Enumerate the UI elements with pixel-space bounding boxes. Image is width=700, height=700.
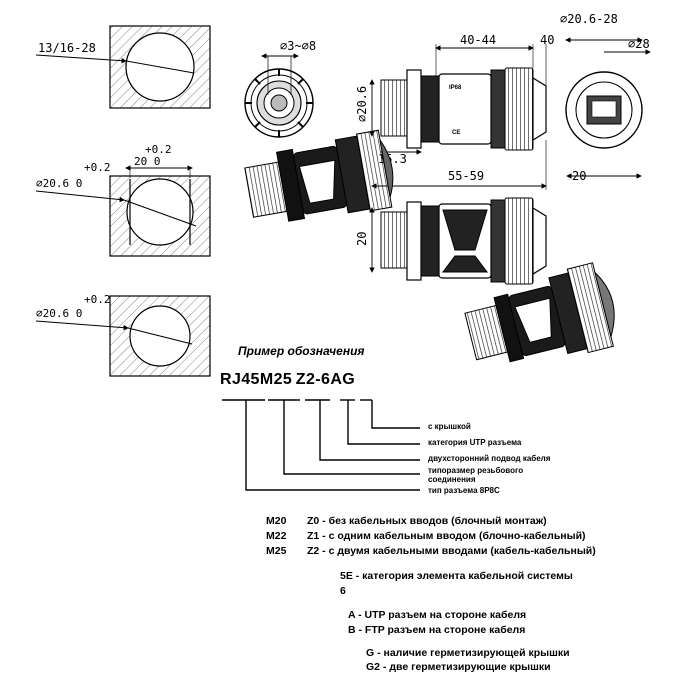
callout-cap: с крышкой [428,422,471,431]
legend-connector-b: B - FTP разъем на стороне кабеля [348,624,526,636]
legend-z0: Z0 - без кабельных вводов (блочный монта… [307,515,547,527]
callout-utp-category: категория UTP разъема [428,438,522,447]
width-20-end: 20 [572,169,586,183]
total-length: 55-59 [448,169,484,183]
designation-leaders [222,399,420,491]
code-part-category: 6 [321,371,331,388]
length-40: 40 [540,33,554,47]
code-part-dash: - [315,371,322,388]
gland-render-left [244,129,394,222]
designation-code: RJ45M25 Z2-6AG [220,371,355,389]
gland-render-right [464,262,615,363]
code-part-type: RJ45 [220,371,260,388]
hole-diameter: ⌀3~⌀8 [280,39,316,53]
legend-connector-a: A - UTP разъем на стороне кабеля [348,609,527,621]
example-title: Пример обозначения [238,344,365,358]
side-view-lower: 20 [355,197,547,285]
legend-category-6: 6 [340,585,346,597]
cap-range: ⌀20.6-28 [560,12,618,26]
code-part-z: Z2 [295,371,316,388]
panel-cutout-flat: +0.2 20 0 +0.2 ⌀20.6 0 [35,143,211,257]
legend-thread-m22: M22 [266,530,287,542]
code-part-connector: A [330,371,343,388]
marking-ip: IP68 [449,85,462,91]
panel-cutout-threaded: 13/16-28 [35,25,211,109]
legend-thread-m25: M25 [266,545,287,557]
width-20-lower: 20 [355,232,369,246]
dia-20-6: ⌀20.6 [355,86,369,122]
end-view-connector: ⌀20.6-28 ⌀28 20 [560,12,651,183]
callout-thread-size-2: соединения [428,475,476,484]
legend-thread-m20: M20 [266,515,287,527]
cut2-width: 20 0 [134,155,161,168]
thread-dimension: 13/16-28 [38,41,96,55]
cut3-tolerance: +0.2 [84,293,111,306]
panel-cutout-round: +0.2 ⌀20.6 0 [35,293,211,377]
legend-cap-g2: G2 - две герметизирующие крышки [366,661,551,673]
legend-z2: Z2 - с двумя кабельными вводами (кабель-… [307,545,596,557]
cut2-dia-tolerance: +0.2 [84,161,111,174]
cut2-diameter: ⌀20.6 0 [36,177,82,190]
legend-category-5e: 5E - категория элемента кабельной систем… [340,570,573,582]
code-part-cap: G [342,371,356,388]
side-view-upper: IP68 CE 40-44 40 ⌀20.6 15.3 55-59 [355,33,554,190]
legend-z1: Z1 - с одним кабельным вводом (блочно-ка… [307,530,586,542]
callout-thread-size: типоразмер резьбового [428,466,524,475]
marking-ce: CE [452,130,460,136]
callout-connector-type: тип разъема 8P8C [428,486,500,495]
callout-two-side: двухсторонний подвод кабеля [428,454,551,463]
dia-28: ⌀28 [628,37,650,51]
cut2-tolerance: +0.2 [145,143,172,156]
cut3-diameter: ⌀20.6 0 [36,307,82,320]
code-part-thread: M25 [259,371,293,388]
body-length: 40-44 [460,33,496,47]
front-view-cable-entry: ⌀3~⌀8 [244,39,316,138]
legend-cap-g: G - наличие герметизирующей крышки [366,647,570,659]
